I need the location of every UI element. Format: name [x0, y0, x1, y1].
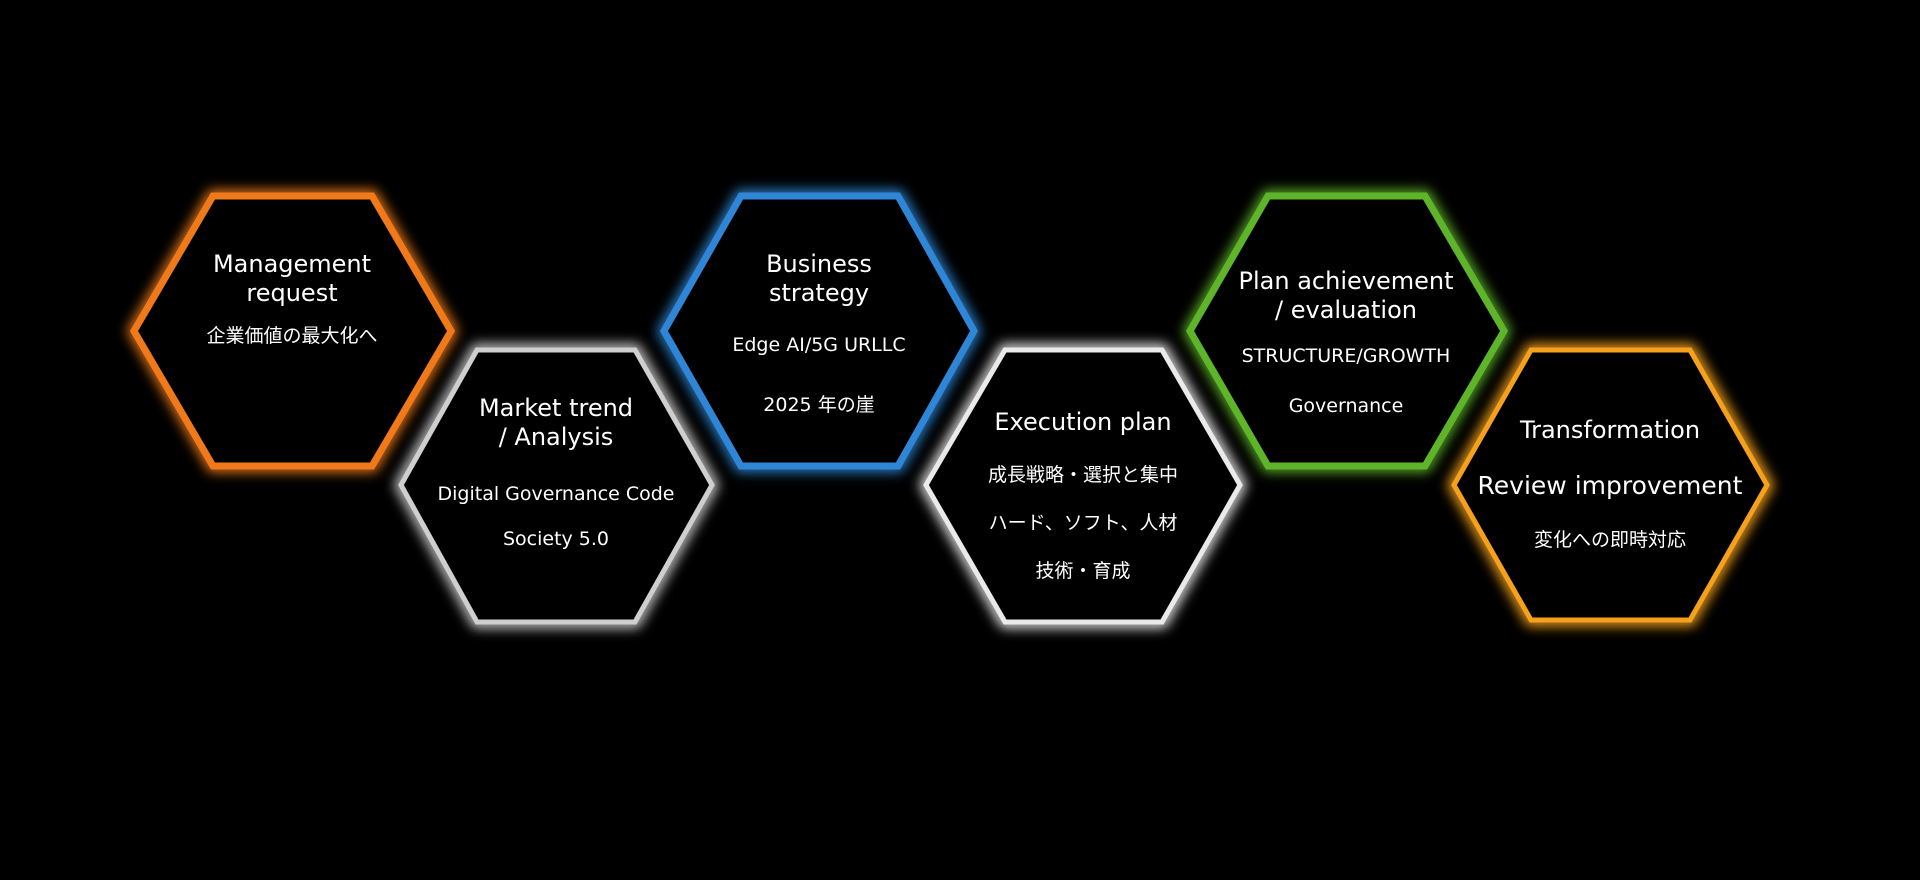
hexagon-execution-plan: Execution plan 成長戦略・選択と集中 ハード、ソフト、人材 技術・…: [919, 344, 1247, 628]
hexagon-execution-plan-border: [923, 347, 1243, 625]
management-request-line-1: 企業価値の最大化へ: [206, 325, 377, 347]
market-trend-line-2: Society 5.0: [503, 528, 609, 550]
plan-achievement-line-1: STRUCTURE/GROWTH: [1242, 345, 1451, 367]
market-trend-line-1: Digital Governance Code: [438, 483, 675, 505]
management-request-title-2: request: [246, 279, 337, 307]
hexagon-business-strategy-border: [659, 192, 979, 470]
hexagon-market-trend-analysis: Market trend / Analysis Digital Governan…: [394, 344, 719, 628]
execution-plan-line-2: ハード、ソフト、人材: [989, 512, 1178, 534]
market-trend-title-1: Market trend: [479, 394, 633, 422]
hexagon-plan-achievement-border: [1185, 192, 1509, 470]
hexagon-management-request-border: [129, 192, 456, 470]
management-request-title-1: Management: [213, 250, 371, 278]
business-strategy-line-2: 2025 年の崖: [763, 394, 874, 416]
execution-plan-title-1: Execution plan: [994, 408, 1171, 436]
business-strategy-title-1: Business: [766, 250, 872, 278]
hexagon-business-strategy: Business strategy Edge AI/5G URLLC 2025 …: [657, 190, 981, 472]
transformation-line-1: 変化への即時対応: [1534, 529, 1686, 551]
transformation-title-1: Transformation: [1519, 416, 1700, 444]
hexagon-transformation-border: [1451, 347, 1770, 623]
plan-achievement-title-2: / evaluation: [1275, 296, 1417, 324]
hexagon-market-trend-border: [398, 347, 715, 625]
hexagon-transformation: Transformation Review improvement 変化への即時…: [1447, 344, 1774, 626]
business-strategy-title-2: strategy: [769, 279, 869, 307]
hexagon-management-request: Management request 企業価値の最大化へ: [127, 190, 458, 472]
hexagon-plan-achievement-evaluation: Plan achievement / evaluation STRUCTURE/…: [1183, 190, 1511, 472]
execution-plan-line-1: 成長戦略・選択と集中: [988, 464, 1178, 486]
execution-plan-line-3: 技術・育成: [1035, 560, 1130, 582]
plan-achievement-line-2: Governance: [1289, 395, 1404, 417]
market-trend-title-2: / Analysis: [499, 423, 614, 451]
transformation-title-2: Review improvement: [1478, 471, 1743, 500]
business-strategy-line-1: Edge AI/5G URLLC: [732, 334, 905, 356]
plan-achievement-title-1: Plan achievement: [1239, 267, 1454, 295]
